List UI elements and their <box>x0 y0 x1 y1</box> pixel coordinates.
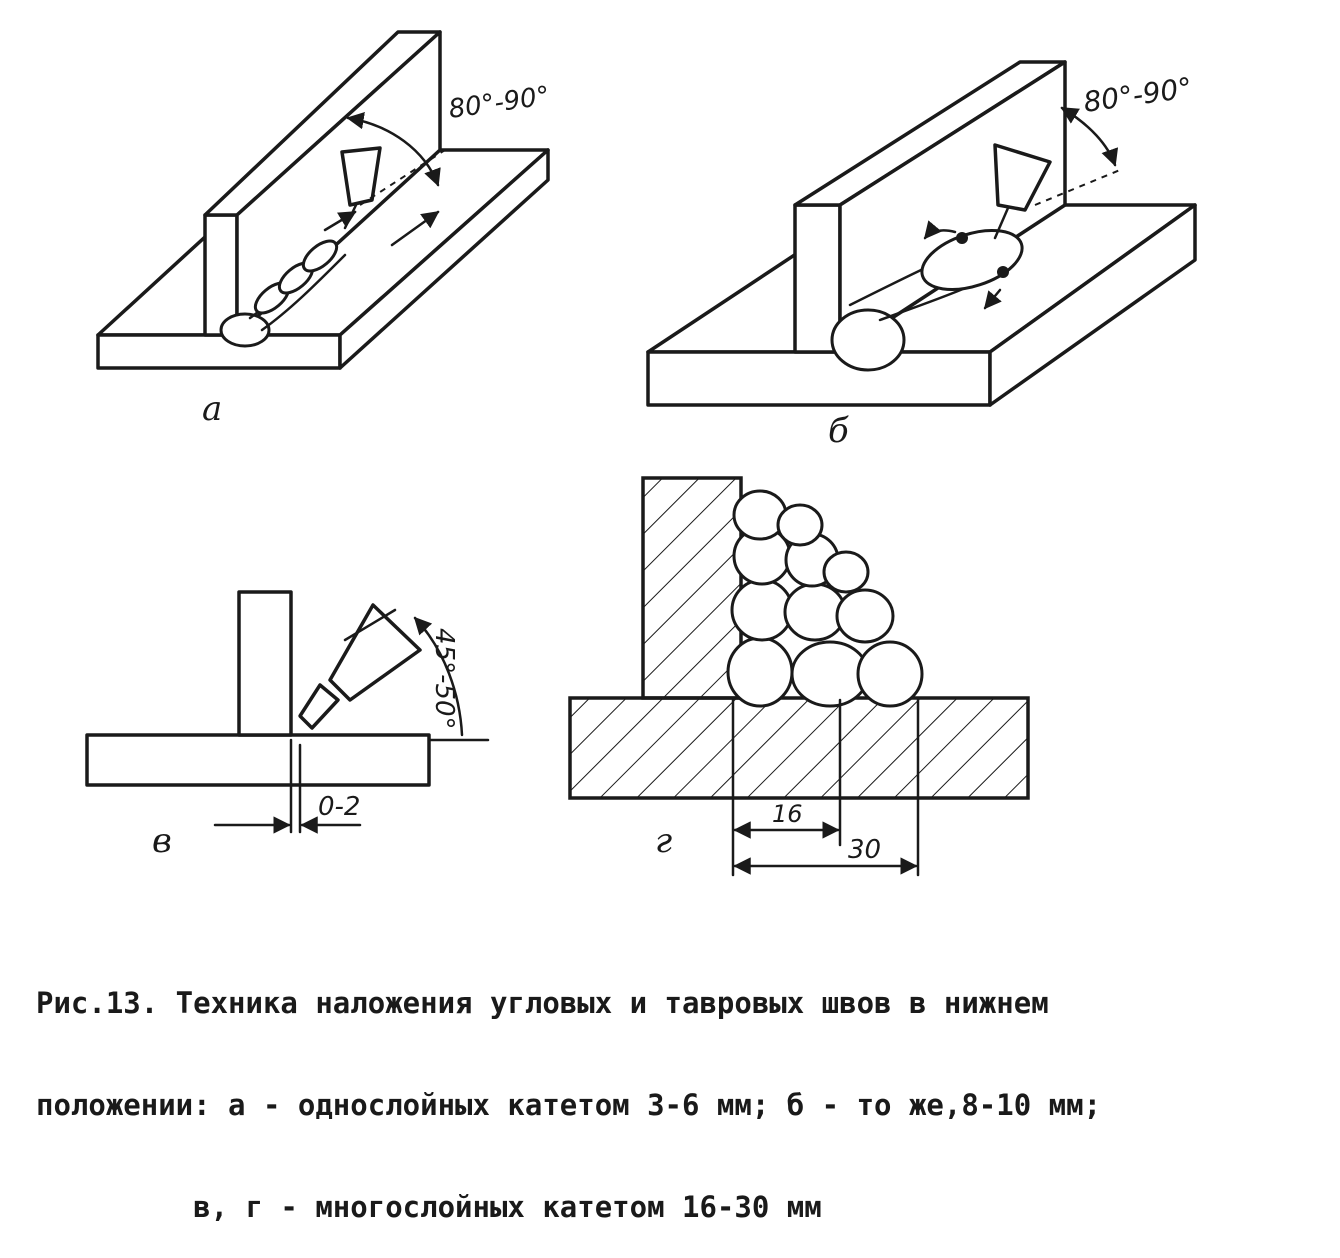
figure-drawing: 80°-90° а 80°-90° б <box>85 30 1197 877</box>
panel-b-angle-arc <box>1060 106 1119 167</box>
panel-v-base-plate <box>85 733 431 787</box>
caption-line-1: Рис.13. Техника наложения угловых и тавр… <box>36 986 1049 1020</box>
panel-g-wall-section <box>641 476 743 700</box>
panel-b-plate-side <box>988 203 1197 407</box>
panel-b-label: б <box>828 411 849 451</box>
panel-g-dim-outer-label: 30 <box>848 835 881 865</box>
panel-v-wall <box>237 590 293 737</box>
panel-v-drawing: 45°-50° 0-2 в <box>85 590 490 861</box>
panel-g-base-section <box>568 696 1030 800</box>
caption-line-3: в, г - многослойных катетом 16-30 мм <box>36 1190 822 1224</box>
panel-b-plate-front <box>646 350 992 407</box>
panel-a-plate-front <box>96 333 342 370</box>
panel-a-drawing: 80°-90° а <box>96 30 552 429</box>
caption-line-2: положении: а - однослойных катетом 3-6 м… <box>36 1088 1102 1122</box>
panel-v-electrode-rod <box>298 683 340 730</box>
panel-a-plate-side <box>338 148 550 370</box>
panel-b-electrode-rod <box>993 206 1010 240</box>
panel-v-angle-arc <box>413 616 464 737</box>
panel-b-direction-arrow <box>983 288 1002 310</box>
panel-g-dim-inner-label: 16 <box>772 800 803 828</box>
panel-g-drawing: 16 30 г <box>568 476 1030 877</box>
panel-a-angle-label: 80°-90° <box>447 81 552 125</box>
panel-b-drawing: 80°-90° б <box>646 60 1197 451</box>
panel-v-label: в <box>152 821 172 861</box>
panel-a-angle-arc <box>346 111 441 187</box>
panel-b-electrode-holder <box>993 143 1052 212</box>
panel-b-wall-face <box>838 60 1067 354</box>
panel-a-weld-end <box>219 312 271 348</box>
panel-v-gap-label: 0-2 <box>318 792 360 822</box>
panel-v-angle-label: 45°-50° <box>429 628 459 730</box>
figure-caption: Рис.13. Техника наложения угловых и тавр… <box>36 918 1326 1258</box>
panel-g-label: г <box>655 821 672 861</box>
panel-a-direction-arrow <box>390 210 440 247</box>
panel-v-electrode-holder <box>328 603 422 702</box>
panel-g-weld-beads <box>726 489 924 708</box>
panel-b-angle-label: 80°-90° <box>1081 71 1194 119</box>
panel-a-label: а <box>202 389 222 429</box>
panel-b-weld-end <box>830 308 906 372</box>
